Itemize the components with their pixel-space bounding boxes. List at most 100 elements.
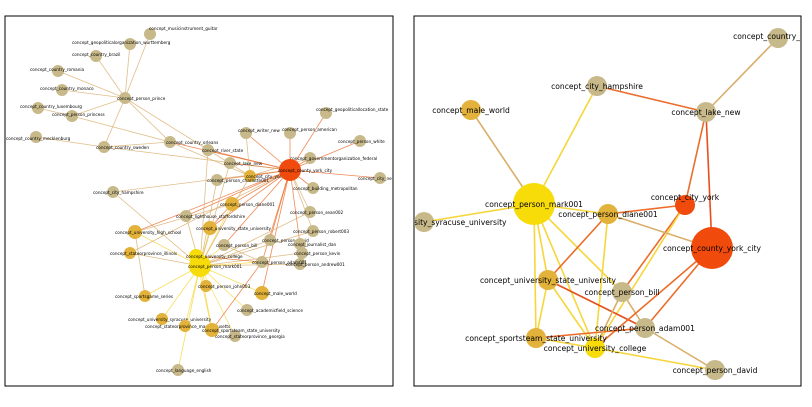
left-edge bbox=[289, 140, 361, 171]
left-node bbox=[32, 102, 44, 114]
right-edge bbox=[644, 327, 716, 371]
left-node bbox=[144, 28, 156, 40]
left-node-label: concept_lake_new bbox=[224, 161, 263, 166]
left-edge bbox=[134, 231, 146, 297]
left-edge bbox=[71, 115, 171, 143]
right-edge bbox=[533, 85, 598, 205]
right-node-label: sity_syracuse_university bbox=[414, 218, 507, 227]
left-node bbox=[98, 141, 110, 153]
left-node-label: concept_stateorprovince_illinois bbox=[110, 251, 177, 256]
right-node bbox=[526, 328, 546, 348]
left-edge bbox=[169, 141, 251, 177]
left-node-label: concept_university_college bbox=[186, 254, 243, 259]
left-node bbox=[119, 92, 131, 104]
left-node-label: concept_university_syracuse_university bbox=[128, 317, 212, 322]
left-node bbox=[124, 247, 136, 259]
left-node-label: concept_academicfield_science bbox=[237, 308, 303, 313]
left-edge bbox=[124, 97, 171, 143]
left-edge bbox=[112, 191, 201, 267]
left-node-label: concept_country_orleans bbox=[166, 140, 218, 145]
left-node-label: concept_musicinstrument_guitar bbox=[149, 26, 218, 31]
right-node bbox=[587, 76, 607, 96]
right-node-label: concept_county_york_city bbox=[663, 244, 762, 253]
right-node bbox=[415, 212, 434, 232]
left-edge bbox=[71, 97, 126, 117]
left-node-label: concept_university_state_university bbox=[196, 226, 272, 231]
left-node bbox=[264, 234, 276, 246]
left-edge bbox=[124, 33, 151, 99]
left-node-label: concept_city_york bbox=[246, 174, 284, 179]
right-edge bbox=[705, 37, 779, 113]
right-panel-frame bbox=[413, 15, 802, 387]
left-node-label: concept_person_bill bbox=[216, 243, 257, 248]
left-node-label: concept_geopoliticallocation_state bbox=[316, 107, 389, 112]
left-edge bbox=[289, 112, 327, 171]
right-node-label: concept_person_bill bbox=[584, 288, 659, 297]
left-node-label: concept_stateorprovince_massachusetts bbox=[145, 324, 230, 329]
left-node bbox=[279, 159, 301, 181]
left-node-label: concept_river_state bbox=[202, 148, 244, 153]
left-graph-nodes: concept_musicinstrument_guitar concept_ge… bbox=[6, 26, 392, 376]
left-node bbox=[156, 313, 168, 325]
left-node-label: concept_journalist_dan bbox=[288, 242, 337, 247]
left-node bbox=[294, 258, 306, 270]
right-node-label: concept_person_david bbox=[673, 366, 758, 375]
right-edge bbox=[594, 213, 609, 349]
right-edge bbox=[594, 347, 716, 371]
left-node bbox=[128, 225, 142, 239]
left-node bbox=[229, 330, 241, 342]
right-node bbox=[768, 28, 788, 48]
left-node bbox=[296, 247, 308, 259]
right-node bbox=[612, 282, 632, 302]
left-edge bbox=[231, 169, 291, 205]
right-edge bbox=[547, 279, 596, 349]
left-edge bbox=[269, 169, 291, 241]
left-node-label: concept_person_robert003 bbox=[293, 229, 349, 234]
left-node bbox=[179, 320, 191, 332]
left-edge bbox=[185, 169, 291, 217]
right-node bbox=[705, 360, 725, 380]
left-node-label: concept_person_david bbox=[262, 238, 309, 243]
left-node bbox=[211, 174, 223, 186]
left-node-label: concept_city_hampshire bbox=[93, 190, 144, 195]
right-edge bbox=[533, 203, 596, 349]
left-edge bbox=[61, 89, 126, 99]
left-node bbox=[255, 286, 269, 300]
right-node bbox=[513, 183, 555, 225]
left-edge bbox=[195, 255, 263, 263]
right-graph-nodes: concept_country_concept_city_hampshireco… bbox=[414, 28, 800, 380]
left-node bbox=[66, 110, 78, 122]
left-node bbox=[256, 256, 268, 268]
left-edge bbox=[199, 263, 301, 267]
left-node bbox=[164, 136, 176, 148]
left-edge bbox=[103, 141, 171, 148]
left-edge bbox=[199, 211, 311, 267]
left-node-label: concept_person_american bbox=[282, 127, 337, 132]
right-node-label: concept_male_world bbox=[432, 106, 510, 115]
left-node-label: concept_governmentorganization_federal bbox=[290, 156, 377, 161]
left-node bbox=[52, 65, 64, 77]
left-node bbox=[320, 107, 332, 119]
left-node-label: concept_male_world bbox=[254, 291, 297, 296]
left-edge bbox=[134, 231, 201, 267]
left-edge bbox=[35, 136, 105, 148]
left-node bbox=[30, 131, 42, 143]
left-node bbox=[294, 238, 306, 250]
left-node bbox=[203, 221, 217, 235]
left-node-label: concept_person_andrew001 bbox=[286, 262, 345, 267]
right-node-label: concept_person_adam001 bbox=[595, 324, 695, 333]
right-edge bbox=[705, 111, 713, 249]
left-node bbox=[56, 84, 68, 96]
left-node-label: concept_person_charlotte001 bbox=[207, 178, 269, 183]
right-node bbox=[538, 270, 558, 290]
right-node bbox=[461, 100, 481, 120]
left-node bbox=[307, 225, 319, 237]
right-node-label: concept_university_college bbox=[544, 344, 647, 353]
left-node-label: concept_country_sweden bbox=[96, 145, 149, 150]
left-node bbox=[218, 239, 230, 251]
right-node-label: concept_city_york bbox=[651, 193, 720, 202]
left-node-label: concept_person_prince bbox=[117, 96, 166, 101]
left-node bbox=[240, 127, 252, 139]
left-node-label: concept_country_brazil bbox=[72, 52, 120, 57]
left-node-label: concept_lighthouse_staffordshire bbox=[176, 214, 246, 219]
